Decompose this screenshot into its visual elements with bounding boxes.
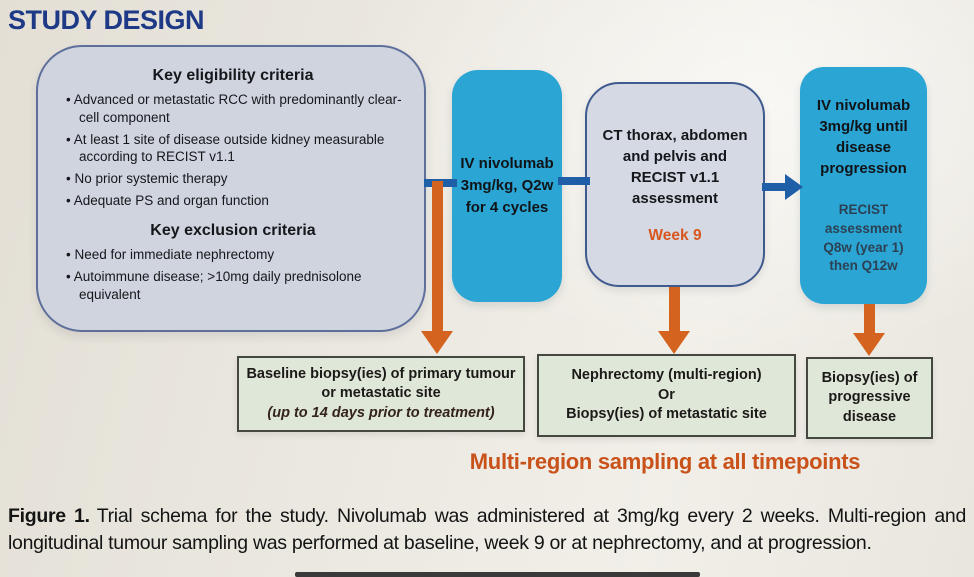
baseline-biopsy-text: Baseline biopsy(ies) of primary tumour o… xyxy=(246,365,516,402)
eligibility-item: Advanced or metastatic RCC with predomin… xyxy=(66,91,406,127)
metastatic-biopsy-text: Biopsy(ies) of metastatic site xyxy=(566,406,767,423)
connector-line-3 xyxy=(762,183,787,191)
eligibility-item: No prior systemic therapy xyxy=(66,170,406,188)
recist-schedule-text: RECIST assessment Q8w (year 1) then Q12w xyxy=(823,201,904,274)
exclusion-list: Need for immediate nephrectomy Autoimmun… xyxy=(60,246,406,303)
right-arrow-icon xyxy=(785,174,803,200)
exclusion-item: Need for immediate nephrectomy xyxy=(66,246,406,264)
eligibility-item: At least 1 site of disease outside kidne… xyxy=(66,131,406,167)
exclusion-item: Autoimmune disease; >10mg daily predniso… xyxy=(66,268,406,304)
figure-caption-text: Trial schema for the study. Nivolumab wa… xyxy=(8,505,966,554)
eligibility-heading: Key eligibility criteria xyxy=(152,67,314,84)
baseline-biopsy-box: Baseline biopsy(ies) of primary tumour o… xyxy=(237,356,525,432)
ct-assessment-text: CT thorax, abdomen and pelvis and RECIST… xyxy=(602,126,748,207)
progression-biopsy-box: Biopsy(ies) of progressive disease xyxy=(806,357,933,439)
maintenance-treatment-box: IV nivolumab 3mg/kg until disease progre… xyxy=(800,67,927,304)
induction-treatment-box: IV nivolumab 3mg/kg, Q2w for 4 cycles xyxy=(452,70,562,302)
sampling-headline: Multi-region sampling at all timepoints xyxy=(469,449,861,474)
page-title: STUDY DESIGN xyxy=(8,5,205,35)
ct-assessment-box: CT thorax, abdomen and pelvis and RECIST… xyxy=(585,82,765,287)
figure-caption: Figure 1.Trial schema for the study. Niv… xyxy=(8,503,966,557)
nephrectomy-text: Nephrectomy (multi-region) xyxy=(571,367,762,384)
progression-arrow-icon xyxy=(853,333,885,356)
induction-treatment-text: IV nivolumab 3mg/kg, Q2w for 4 cycles xyxy=(460,155,554,216)
maintenance-treatment-text: IV nivolumab 3mg/kg until disease progre… xyxy=(816,96,911,177)
connector-line-2 xyxy=(558,177,590,185)
week9-biopsy-box: Nephrectomy (multi-region) Or Biopsy(ies… xyxy=(537,354,796,437)
baseline-arrow-icon xyxy=(421,331,453,354)
progression-arrow-shaft xyxy=(864,304,875,334)
page-edge-strip xyxy=(295,572,700,577)
progression-biopsy-text: Biopsy(ies) of progressive disease xyxy=(821,369,918,425)
criteria-box: Key eligibility criteria Advanced or met… xyxy=(36,45,426,332)
eligibility-item: Adequate PS and organ function xyxy=(66,192,406,210)
figure-caption-label: Figure 1. xyxy=(8,505,90,527)
week9-label: Week 9 xyxy=(648,226,702,244)
exclusion-heading: Key exclusion criteria xyxy=(150,221,316,239)
week9-arrow-shaft xyxy=(669,287,680,332)
or-text: Or xyxy=(658,386,675,403)
eligibility-list: Advanced or metastatic RCC with predomin… xyxy=(60,91,406,210)
baseline-arrow-shaft xyxy=(432,181,443,332)
baseline-biopsy-note: (up to 14 days prior to treatment) xyxy=(267,404,495,421)
week9-arrow-icon xyxy=(658,331,690,354)
